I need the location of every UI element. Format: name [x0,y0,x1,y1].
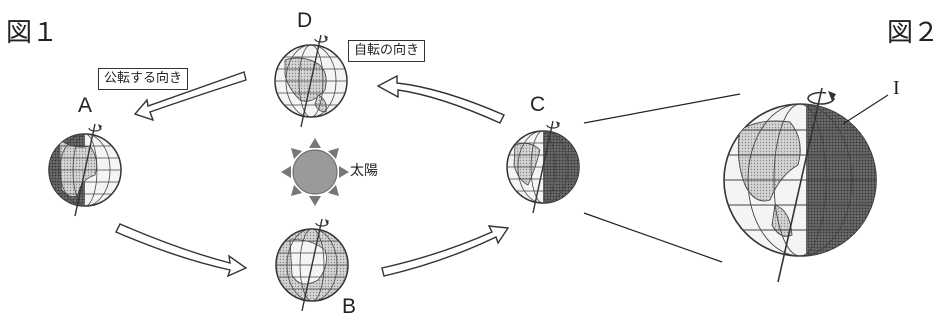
revolution-arrow-b-to-c [381,225,510,277]
position-c-label: C [530,93,546,116]
figure-1-label: 図１ [6,18,59,48]
sun-icon [281,138,349,206]
earth-globe-d [274,34,348,128]
revolution-arrow-d-to-a [133,71,247,122]
zoom-line-lower [583,212,723,263]
earth-globe-b [275,218,349,312]
position-d-label: D [297,9,313,32]
earth-globe-c [506,120,580,214]
revolution-arrow-c-to-d [376,74,505,124]
revolution-direction-label: 公転する向き [98,68,189,90]
revolution-arrow-a-to-b [115,223,248,278]
sun-label: 太陽 [350,163,378,179]
rotation-direction-label: 自転の向き [348,40,426,62]
point-i-label: I [893,77,900,99]
earth-globe-a [48,123,122,217]
earth-globe-enlarged [723,87,889,283]
point-i-leader [842,94,889,125]
position-a-label: A [78,94,93,117]
zoom-line-upper [583,93,741,124]
position-b-label: B [342,295,357,318]
figure-2-label: 図２ [887,18,940,48]
